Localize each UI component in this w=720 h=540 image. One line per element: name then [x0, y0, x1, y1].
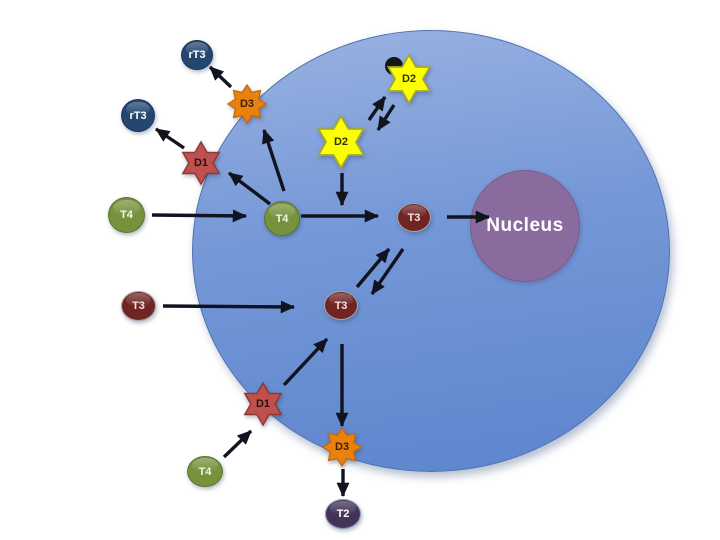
- eight-point-star-icon: [321, 426, 363, 468]
- enzyme-d3-membrane-upper: D3: [226, 83, 268, 125]
- hormone-t4-intracellular: T4: [264, 201, 300, 236]
- arrow-d2upper-d2lower: [376, 104, 396, 131]
- six-point-star-icon: [386, 53, 432, 105]
- hormone-rt3-top: rT3: [181, 40, 213, 70]
- hormone-label: T3: [132, 300, 145, 312]
- hormone-t2: T2: [325, 499, 361, 529]
- arrow-d1bottom-t3lower: [282, 337, 329, 387]
- hormone-t4-extracellular: T4: [108, 197, 145, 233]
- enzyme-label: D2: [333, 136, 349, 148]
- six-point-star-icon: [316, 114, 366, 170]
- hormone-label: rT3: [188, 49, 206, 61]
- arrow-t4out-t4in: [151, 209, 248, 223]
- arrow-group: [151, 65, 491, 498]
- arrow-t4in-d1top: [227, 171, 272, 206]
- hormone-label: T3: [334, 299, 348, 312]
- six-point-star-icon: [181, 140, 221, 186]
- enzyme-label: D3: [334, 441, 350, 453]
- enzyme-d2-upper: D2: [385, 53, 433, 105]
- enzyme-label: D2: [401, 73, 417, 85]
- enzyme-d1-membrane-lower: D1: [242, 381, 284, 427]
- enzyme-d3-membrane-lower: D3: [321, 426, 363, 468]
- enzyme-label: D1: [255, 398, 271, 410]
- enzyme-label: D1: [193, 157, 209, 169]
- six-point-star-icon: [243, 381, 283, 427]
- hormone-label: T2: [336, 508, 350, 520]
- arrow-t3out-t3lower: [162, 300, 296, 314]
- arrow-t3upper-t3lower: [370, 248, 405, 295]
- hormone-label: T4: [120, 209, 133, 221]
- nucleus-label: Nucleus: [486, 215, 564, 236]
- hormone-label: T3: [407, 211, 421, 224]
- arrow-d3top-rt3top: [208, 65, 233, 89]
- hormone-label: T4: [275, 212, 289, 225]
- hormone-rt3-left: rT3: [121, 99, 155, 132]
- enzyme-d1-membrane-upper: D1: [180, 140, 222, 186]
- arrow-t4in-d3top: [261, 129, 286, 192]
- hormone-t3-near-nucleus: T3: [397, 203, 431, 232]
- enzyme-d2-lower: D2: [315, 114, 367, 170]
- hormone-t3-intracellular: T3: [324, 291, 358, 320]
- nucleus: Nucleus: [470, 170, 580, 282]
- hormone-label: T4: [198, 465, 212, 478]
- arrow-d2lower-d2upper: [367, 96, 387, 121]
- enzyme-label: D3: [239, 98, 255, 110]
- eight-point-star-icon: [226, 83, 268, 125]
- hormone-t3-extracellular: T3: [121, 291, 156, 321]
- arrow-t4bottom-d1bottom: [222, 429, 253, 459]
- hormone-label: rT3: [129, 109, 147, 122]
- arrow-t3lower-t3upper: [355, 247, 391, 289]
- arrow-d1top-rt3left: [155, 127, 185, 150]
- hormone-t4-bottom: T4: [187, 456, 223, 487]
